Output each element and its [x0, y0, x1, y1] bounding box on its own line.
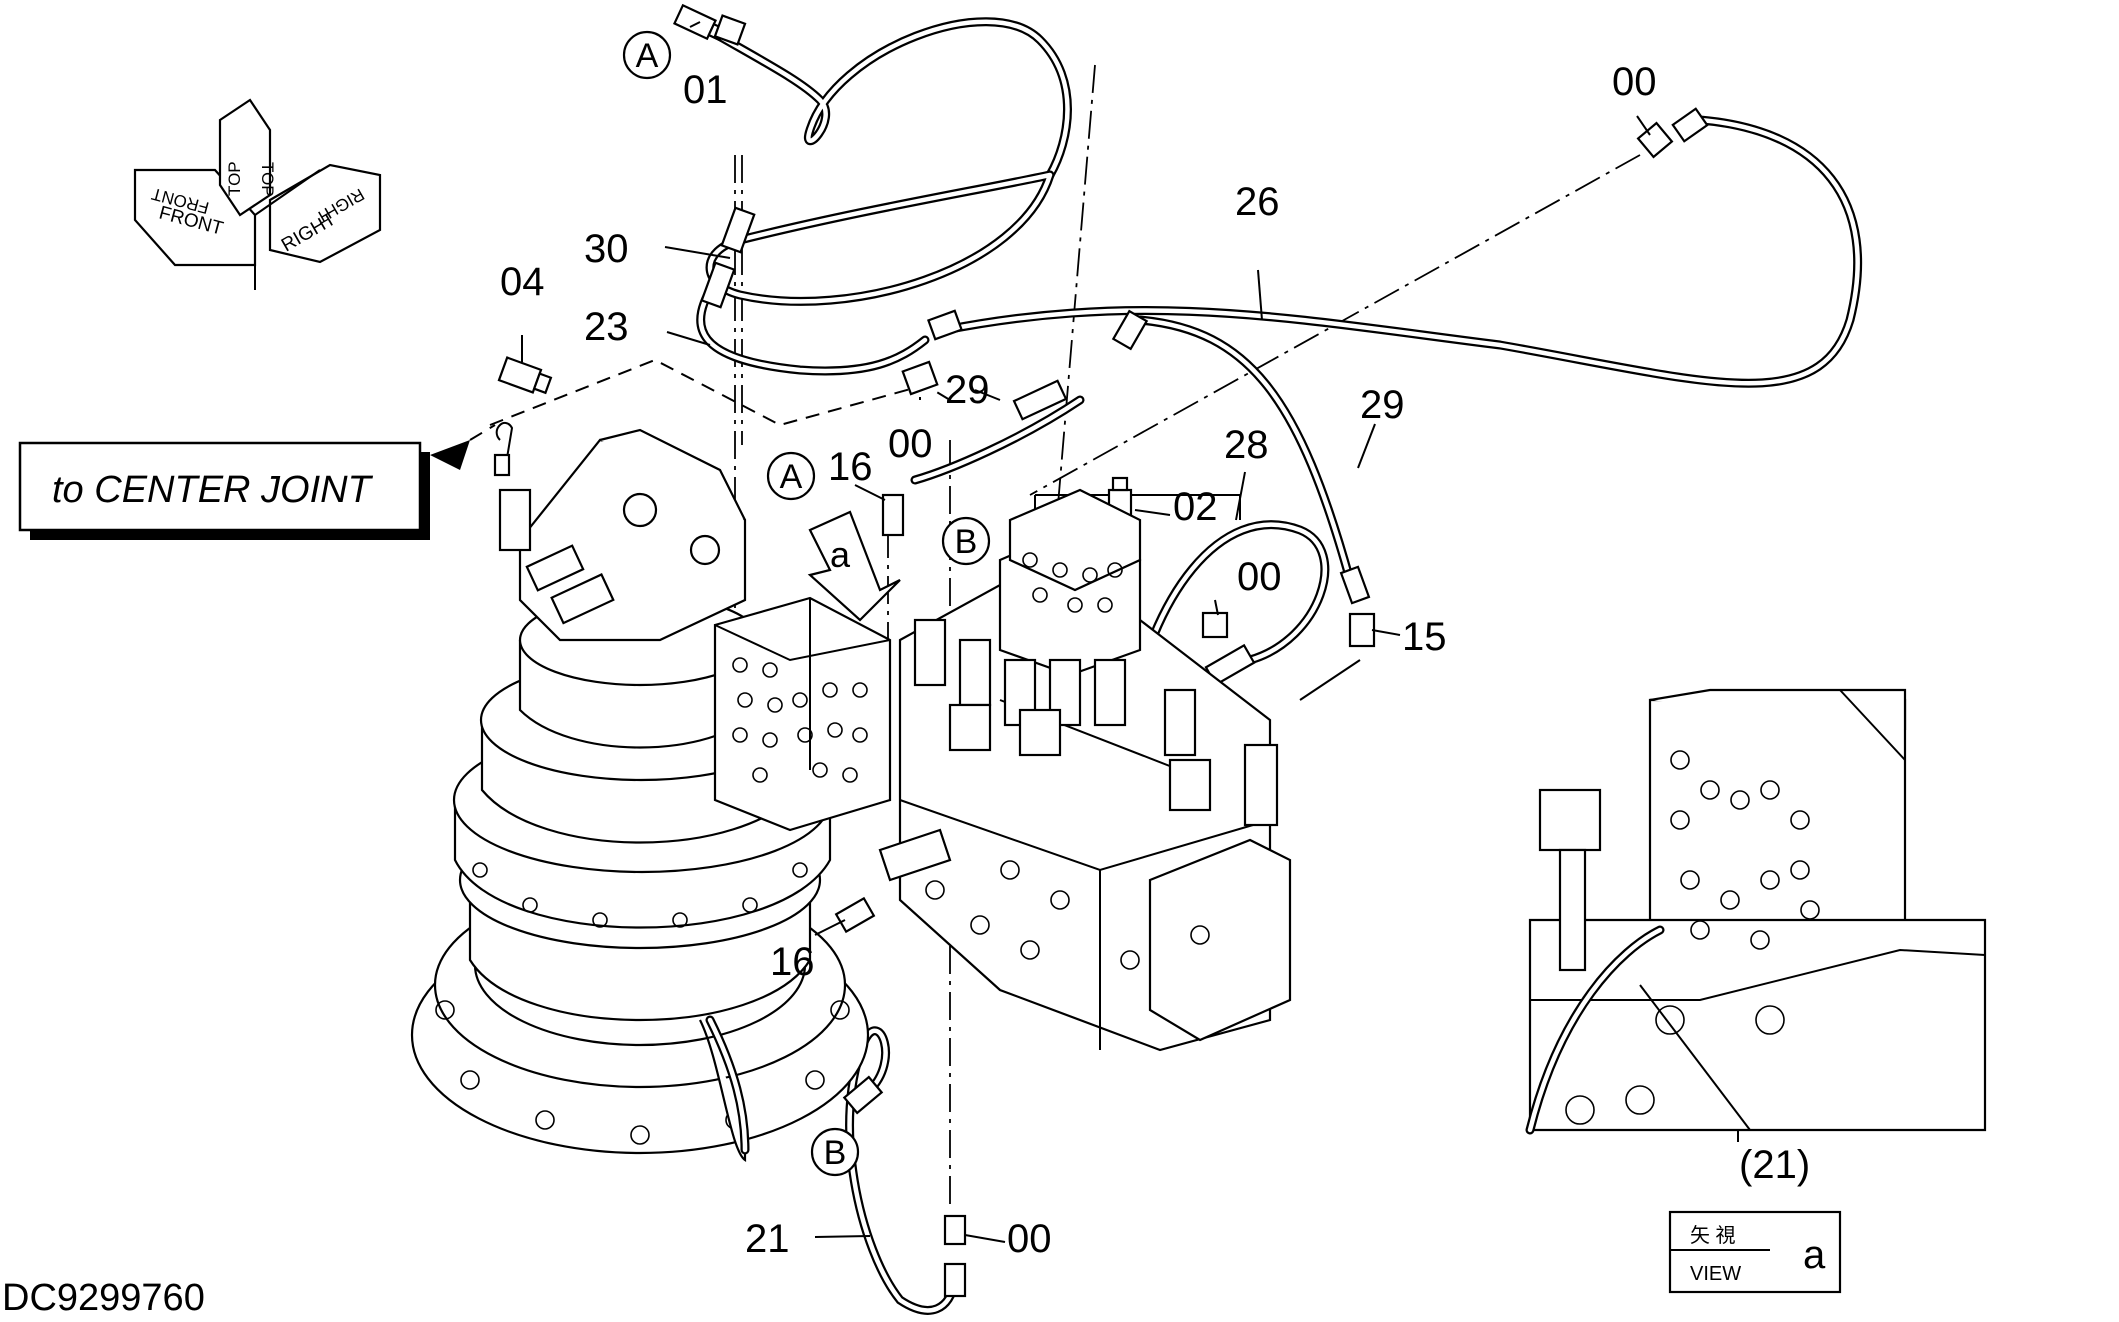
- leader-lines: [521, 21, 1739, 1243]
- circle-b-mid: B: [941, 516, 991, 566]
- circle-a-mid: A: [766, 451, 816, 501]
- fitting-04: [497, 356, 553, 395]
- label-04: 04: [500, 260, 545, 304]
- fitting-16-top: [881, 493, 905, 537]
- label-02: 02: [1173, 485, 1218, 529]
- drawing-number: DC9299760: [2, 1277, 205, 1319]
- fitting-30: [720, 206, 756, 254]
- label-00-bottom: 00: [1007, 1217, 1052, 1261]
- part-labels: 01 30 04 23 26 00 29 00 16 02 28 29 00 1…: [500, 60, 1810, 1261]
- label-23: 23: [584, 305, 629, 349]
- label-16-bottom: 16: [770, 940, 815, 984]
- label-26: 26: [1235, 180, 1280, 224]
- fitting-29-left-c: [1012, 379, 1068, 421]
- orientation-top-mirror: TOP: [225, 161, 244, 196]
- circle-a-top-text: A: [636, 37, 659, 75]
- orientation-indicator: FRONT FRONT TOP TOP RIGHT RIGHT: [133, 98, 382, 290]
- fitting-00-top: [1636, 121, 1674, 159]
- circle-refs: A A B B: [622, 30, 991, 1177]
- label-29-right: 29: [1360, 383, 1405, 427]
- fitting-16-bottom: [834, 896, 876, 934]
- label-00-right: 00: [1237, 555, 1282, 599]
- label-21-view: (21): [1739, 1143, 1810, 1187]
- label-30: 30: [584, 227, 629, 271]
- fitting-26: [1111, 309, 1149, 351]
- pilot-valve-block: [713, 596, 892, 832]
- label-21: 21: [745, 1217, 790, 1261]
- fitting-15: [1348, 612, 1376, 648]
- label-15: 15: [1402, 615, 1447, 659]
- center-joint-text: to CENTER JOINT: [52, 469, 374, 511]
- callout-arrow: [430, 440, 470, 470]
- hoses: [695, 17, 1863, 1315]
- fitting-21-bottom: [943, 1262, 967, 1298]
- circle-b-mid-text: B: [955, 523, 978, 561]
- motor-ports: [498, 488, 721, 625]
- circle-a-top: A: [622, 30, 672, 80]
- view-kanji: 矢 視: [1690, 1224, 1736, 1247]
- fitting-00-bottom: [943, 1214, 967, 1246]
- fitting-00-right: [1201, 611, 1229, 639]
- label-00-top: 00: [1612, 60, 1657, 104]
- fitting-29-left-b: [927, 309, 963, 341]
- label-29-left: 29: [945, 368, 990, 412]
- view-word: VIEW: [1690, 1263, 1741, 1285]
- view-arrow-a: a: [807, 510, 901, 622]
- center-joint-callout: to CENTER JOINT: [18, 424, 496, 540]
- control-valve: [878, 488, 1292, 1052]
- fitting-29-left-a: [901, 360, 939, 396]
- label-00-mid: 00: [888, 422, 933, 466]
- circle-b-bottom: B: [810, 1127, 860, 1177]
- circle-a-mid-text: A: [780, 458, 803, 496]
- label-28: 28: [1224, 423, 1269, 467]
- fitting-21-top: [842, 1075, 884, 1115]
- view-label-box: 矢 視 VIEW a: [1668, 1210, 1842, 1294]
- fitting-23: [700, 261, 736, 309]
- label-16-top: 16: [828, 445, 873, 489]
- fitting-29-right: [1339, 565, 1371, 605]
- orientation-top-label: TOP: [258, 162, 277, 197]
- swing-motor: [410, 428, 870, 1163]
- fitting-01-nut: [713, 14, 747, 46]
- label-01: 01: [683, 68, 728, 112]
- circle-b-bottom-text: B: [824, 1134, 847, 1172]
- view-letter: a: [1803, 1233, 1826, 1277]
- arrow-a-label: a: [830, 534, 851, 575]
- tag-pin: [495, 421, 514, 471]
- fitting-00-top-end: [1671, 107, 1709, 143]
- view-a-inset: [1525, 688, 1987, 1135]
